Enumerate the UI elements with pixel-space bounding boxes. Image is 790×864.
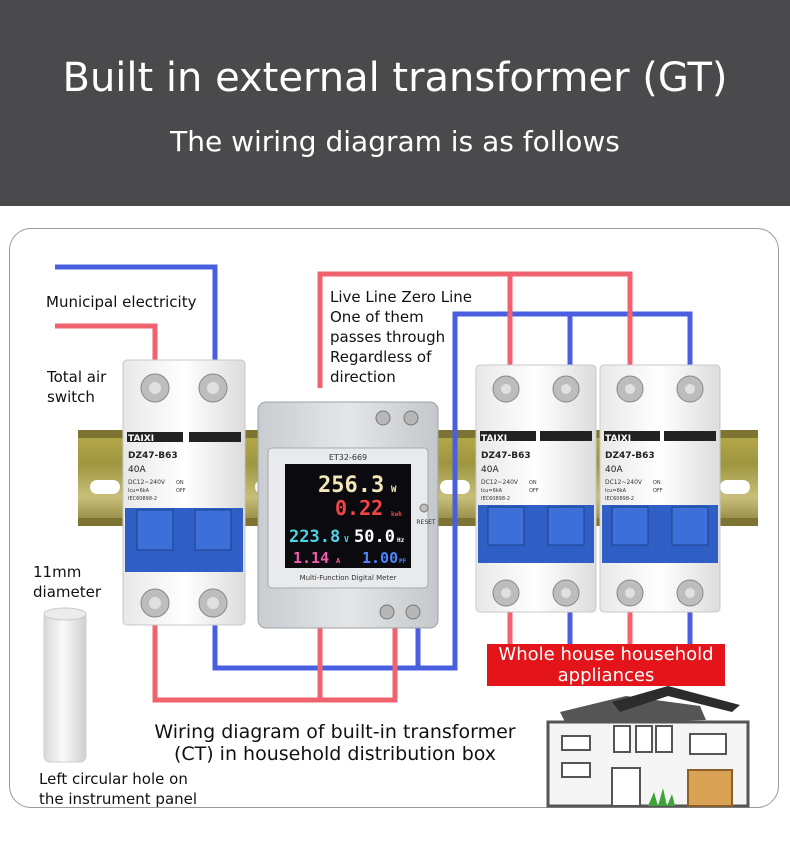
current-value: 1.14	[293, 549, 329, 567]
digital-meter	[257, 401, 439, 629]
breaker-rating: 40A	[605, 465, 623, 475]
breaker-icu: Icu=6kA	[605, 488, 627, 494]
meter-reset: RESET	[416, 519, 436, 526]
diameter-label-1: 11mm	[33, 563, 82, 581]
power-value: 256.3	[318, 473, 384, 498]
page-title: Built in external transformer (GT)	[62, 55, 728, 101]
total-air-label-1: Total air	[47, 368, 107, 386]
breaker-model: DZ47-B63	[481, 451, 531, 461]
current-unit: A	[336, 557, 341, 565]
live-line-label-4: Regardless of	[330, 348, 432, 366]
breaker-model: DZ47-B63	[605, 451, 655, 461]
breaker-off: OFF	[529, 488, 539, 494]
breaker-on: ON	[176, 480, 184, 486]
breaker-std: IEC60898-2	[605, 496, 634, 502]
output-wires	[507, 612, 693, 645]
breaker-icu: Icu=6kA	[128, 488, 150, 494]
breaker-model: DZ47-B63	[128, 451, 178, 461]
live-line-label-2: One of them	[330, 308, 424, 326]
house-icon	[546, 686, 750, 808]
hole-label-1: Left circular hole on	[39, 770, 188, 788]
breaker-std: IEC60898-2	[128, 496, 157, 502]
breaker-texts: TAIXI TAIXI TAIXI DZ47-B63 DZ47-B63 DZ47…	[128, 434, 663, 502]
power-unit: W	[391, 485, 397, 495]
breaker-brand: TAIXI	[605, 434, 631, 444]
breaker-brand: TAIXI	[481, 434, 507, 444]
breaker-brand: TAIXI	[128, 434, 154, 444]
meter-name: Multi-Function Digital Meter	[300, 574, 397, 582]
breaker-rating: 40A	[128, 465, 146, 475]
breaker-on: ON	[653, 480, 661, 486]
pf-value: 1.00	[362, 549, 398, 567]
breaker-icu: Icu=6kA	[481, 488, 503, 494]
pf-unit: PF	[399, 558, 407, 565]
breaker-off: OFF	[653, 488, 663, 494]
live-wires	[55, 271, 633, 703]
meter-display: 256.3 W 0.22 kwh 223.8 V 50.0 Hz 1.14 A …	[289, 473, 407, 567]
total-air-label-2: switch	[47, 388, 95, 406]
voltage-value: 223.8	[289, 527, 340, 547]
breaker-std: IEC60898-2	[481, 496, 510, 502]
municipal-label: Municipal electricity	[46, 293, 197, 311]
energy-unit: kwh	[391, 511, 402, 518]
appliances-line-1: Whole house household	[498, 644, 714, 665]
voltage-unit: V	[344, 535, 349, 544]
breaker-off: OFF	[176, 488, 186, 494]
breaker-voltage: DC12~240V	[481, 479, 519, 486]
meter-model: ET32-669	[329, 453, 367, 462]
caption-line-2: (CT) in household distribution box	[173, 743, 497, 765]
header-banner: Built in external transformer (GT) The w…	[0, 0, 790, 206]
branch-breaker-2	[599, 364, 721, 613]
breaker-on: ON	[529, 480, 537, 486]
diameter-label-2: diameter	[33, 583, 101, 601]
freq-value: 50.0	[354, 527, 395, 547]
live-line-label-1: Live Line Zero Line	[330, 288, 472, 306]
caption-line-1: Wiring diagram of built-in transformer	[154, 721, 516, 743]
live-line-label-5: direction	[330, 368, 396, 386]
hole-label-2: the instrument panel	[39, 790, 198, 808]
branch-breaker-1	[475, 364, 597, 613]
breaker-voltage: DC12~240V	[128, 479, 166, 486]
tube-illustration	[43, 607, 87, 763]
appliances-line-2: appliances	[557, 665, 655, 686]
breaker-voltage: DC12~240V	[605, 479, 643, 486]
page-subtitle: The wiring diagram is as follows	[170, 125, 620, 158]
meter-texts: ET32-669 Multi-Function Digital Meter RE…	[300, 453, 436, 582]
breaker-rating: 40A	[481, 465, 499, 475]
freq-unit: Hz	[397, 537, 405, 544]
live-line-label-3: passes through	[330, 328, 446, 346]
energy-value: 0.22	[335, 496, 383, 520]
main-breaker	[122, 359, 246, 626]
appliances-label-box: Whole house household appliances	[487, 644, 725, 686]
